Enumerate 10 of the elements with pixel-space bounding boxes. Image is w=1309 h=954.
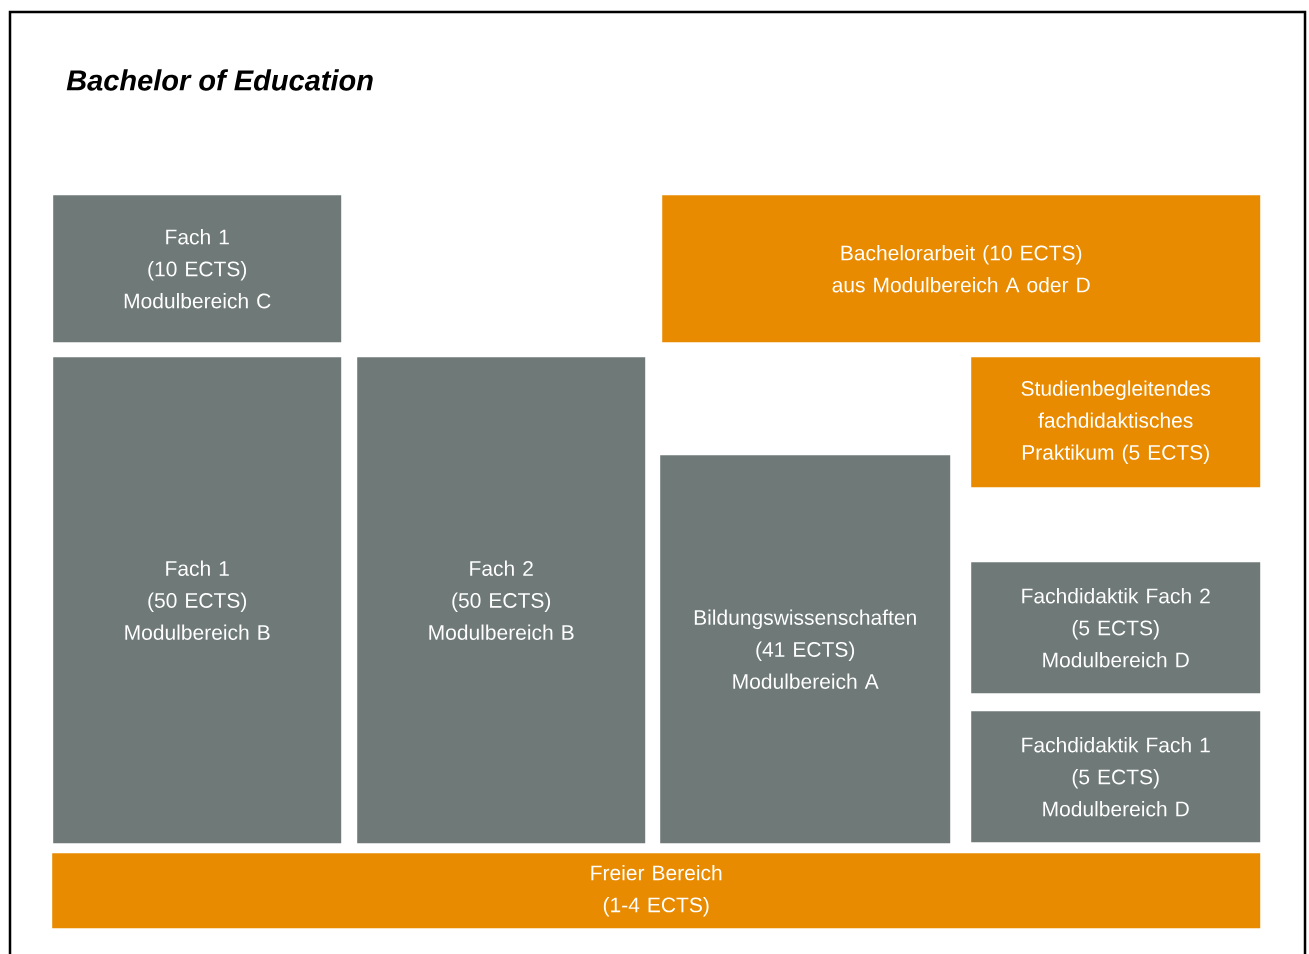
module-box: Fach 1 (50 ECTS) Modulbereich B bbox=[53, 357, 342, 844]
module-box: Fach 2 (50 ECTS) Modulbereich B bbox=[357, 357, 646, 844]
title: Bachelor of Education bbox=[66, 69, 373, 91]
module-box: Fachdidaktik Fach 2 (5 ECTS) Modulbereich D bbox=[971, 562, 1261, 694]
module-box: Fachdidaktik Fach 1 (5 ECTS) Modulbereich D bbox=[971, 711, 1261, 843]
module-box: Fach 1 (10 ECTS) Modulbereich C bbox=[53, 195, 342, 343]
highlight-box: Studienbegleitendes fachdidaktisches Praktikum (5 ECTS) bbox=[971, 357, 1261, 488]
highlight-box: Freier Bereich (1-4 ECTS) bbox=[52, 853, 1261, 929]
module-box: Bildungswissenschaften (41 ECTS) Modulbereich A bbox=[660, 455, 951, 844]
highlight-box: Bachelorarbeit (10 ECTS) aus Modulbereich A oder D bbox=[662, 195, 1261, 343]
